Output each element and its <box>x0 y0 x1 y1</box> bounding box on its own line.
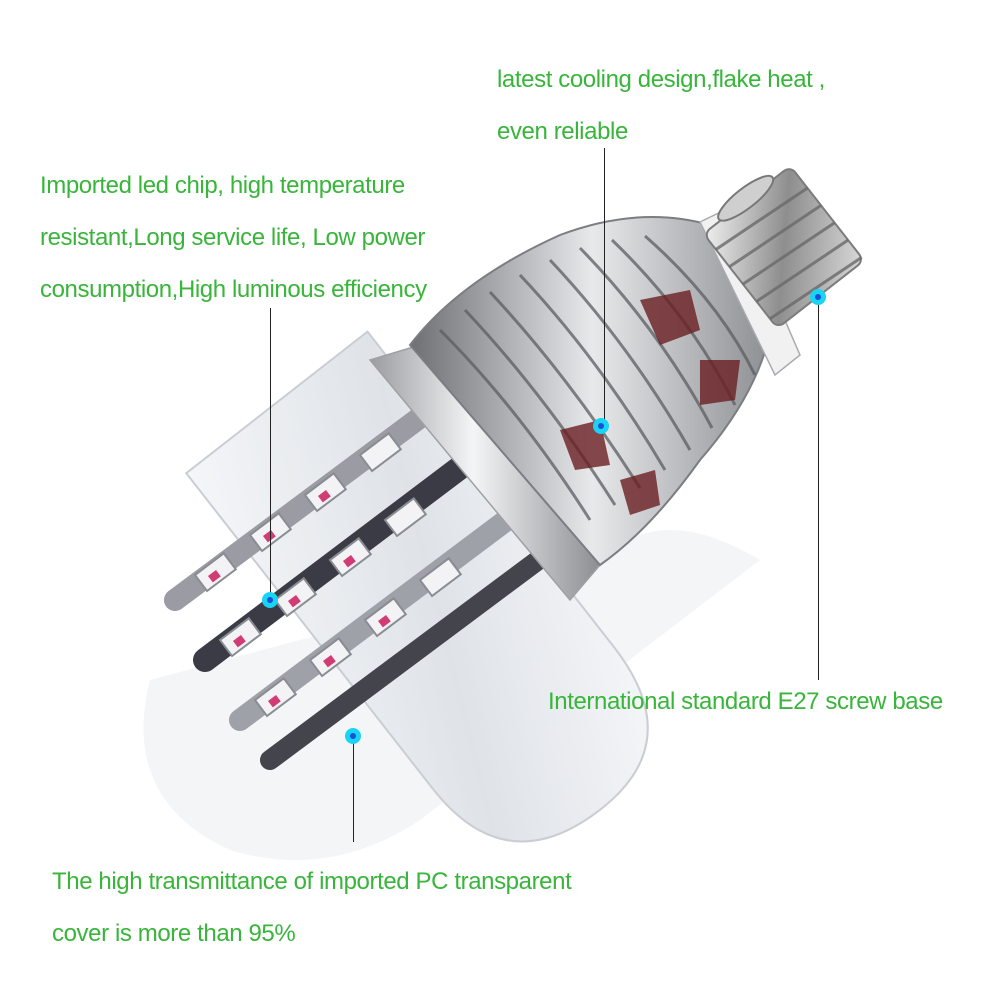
cover-callout-dot <box>345 728 361 744</box>
chip-leader-line <box>270 308 271 600</box>
chip-callout-dot <box>262 592 278 608</box>
cover-label-line-1: The high transmittance of imported PC tr… <box>52 868 572 895</box>
base-leader-line <box>818 297 819 680</box>
chip-label-line-3: consumption,High luminous efficiency <box>40 276 427 303</box>
cooling-callout-dot <box>593 418 609 434</box>
cooling-leader-line <box>604 148 605 426</box>
cooling-label-line-1: latest cooling design,flake heat , <box>497 66 825 93</box>
cooling-callout-label: latest cooling design,flake heat , even … <box>497 54 825 158</box>
chip-label-line-2: resistant,Long service life, Low power <box>40 224 425 251</box>
base-label-line-1: International standard E27 screw base <box>548 688 943 715</box>
cooling-label-line-2: even reliable <box>497 118 628 145</box>
cover-callout-label: The high transmittance of imported PC tr… <box>52 856 572 960</box>
chip-callout-label: Imported led chip, high temperature resi… <box>40 160 427 316</box>
chip-label-line-1: Imported led chip, high temperature <box>40 172 405 199</box>
cover-label-line-2: cover is more than 95% <box>52 920 296 947</box>
base-callout-dot <box>810 289 826 305</box>
base-callout-label: International standard E27 screw base <box>548 676 943 728</box>
cover-leader-line <box>353 736 354 842</box>
e27-screw-base <box>705 168 863 327</box>
led-chip-board <box>164 399 555 770</box>
